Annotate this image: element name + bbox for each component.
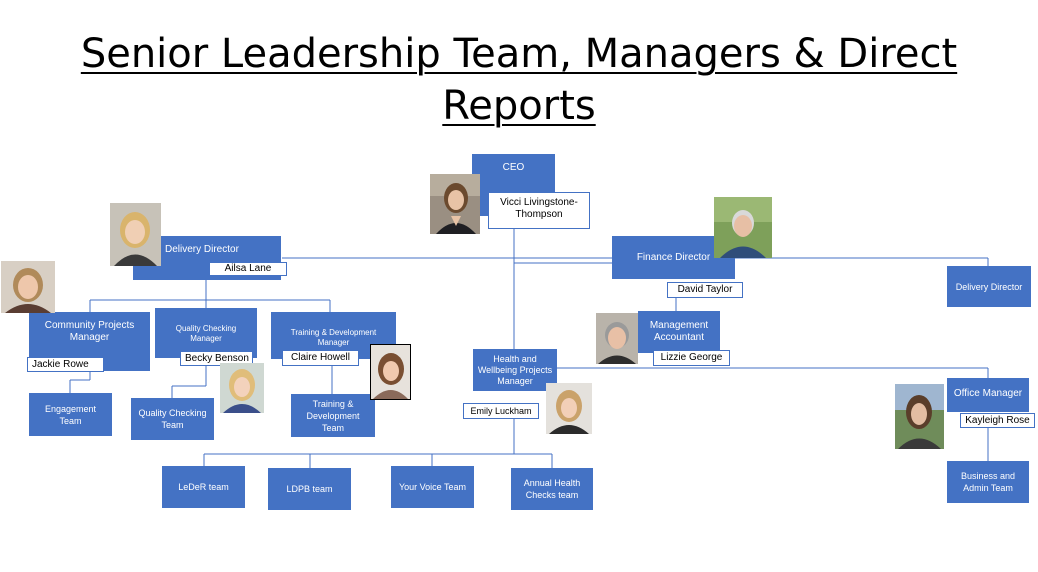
delivery-director-photo bbox=[110, 203, 161, 266]
training-dev-team-box: Training & Development Team bbox=[291, 394, 375, 437]
td-manager-photo bbox=[370, 344, 411, 400]
mgmt-accountant-photo bbox=[596, 313, 638, 364]
delivery-director-name-label: Ailsa Lane bbox=[209, 262, 287, 276]
delivery-director-right-box: Delivery Director bbox=[947, 266, 1031, 307]
ldpb-team-box: LDPB team bbox=[268, 468, 351, 510]
quality-checking-manager-box: Quality Checking Manager bbox=[155, 308, 257, 358]
community-manager-photo bbox=[1, 261, 55, 313]
community-manager-name-label: Jackie Rowe bbox=[27, 357, 104, 372]
your-voice-team-box: Your Voice Team bbox=[391, 466, 474, 508]
annual-health-checks-team-box: Annual Health Checks team bbox=[511, 468, 593, 510]
office-manager-photo bbox=[895, 384, 944, 449]
engagement-team-box: Engagement Team bbox=[29, 393, 112, 436]
ceo-name-label: Vicci Livingstone-Thompson bbox=[488, 192, 590, 229]
business-admin-team-box: Business and Admin Team bbox=[947, 461, 1029, 503]
finance-director-photo bbox=[714, 197, 772, 258]
finance-director-name-label: David Taylor bbox=[667, 282, 743, 298]
td-manager-name-label: Claire Howell bbox=[282, 350, 359, 366]
health-wellbeing-manager-box: Health and Wellbeing Projects Manager bbox=[473, 349, 557, 391]
mgmt-accountant-name-label: Lizzie George bbox=[653, 350, 730, 366]
office-manager-box: Office Manager bbox=[947, 378, 1029, 412]
hwb-manager-photo bbox=[546, 383, 592, 434]
qc-manager-photo bbox=[220, 363, 264, 413]
quality-checking-team-box: Quality Checking Team bbox=[131, 398, 214, 440]
ceo-photo bbox=[430, 174, 480, 234]
office-manager-name-label: Kayleigh Rose bbox=[960, 413, 1035, 428]
page-title: Senior Leadership Team, Managers & Direc… bbox=[80, 31, 958, 129]
leder-team-box: LeDeR team bbox=[162, 466, 245, 508]
qc-manager-name-label: Becky Benson bbox=[180, 351, 253, 366]
hwb-manager-name-label: Emily Luckham bbox=[463, 403, 539, 419]
management-accountant-box: Management Accountant bbox=[638, 311, 720, 353]
